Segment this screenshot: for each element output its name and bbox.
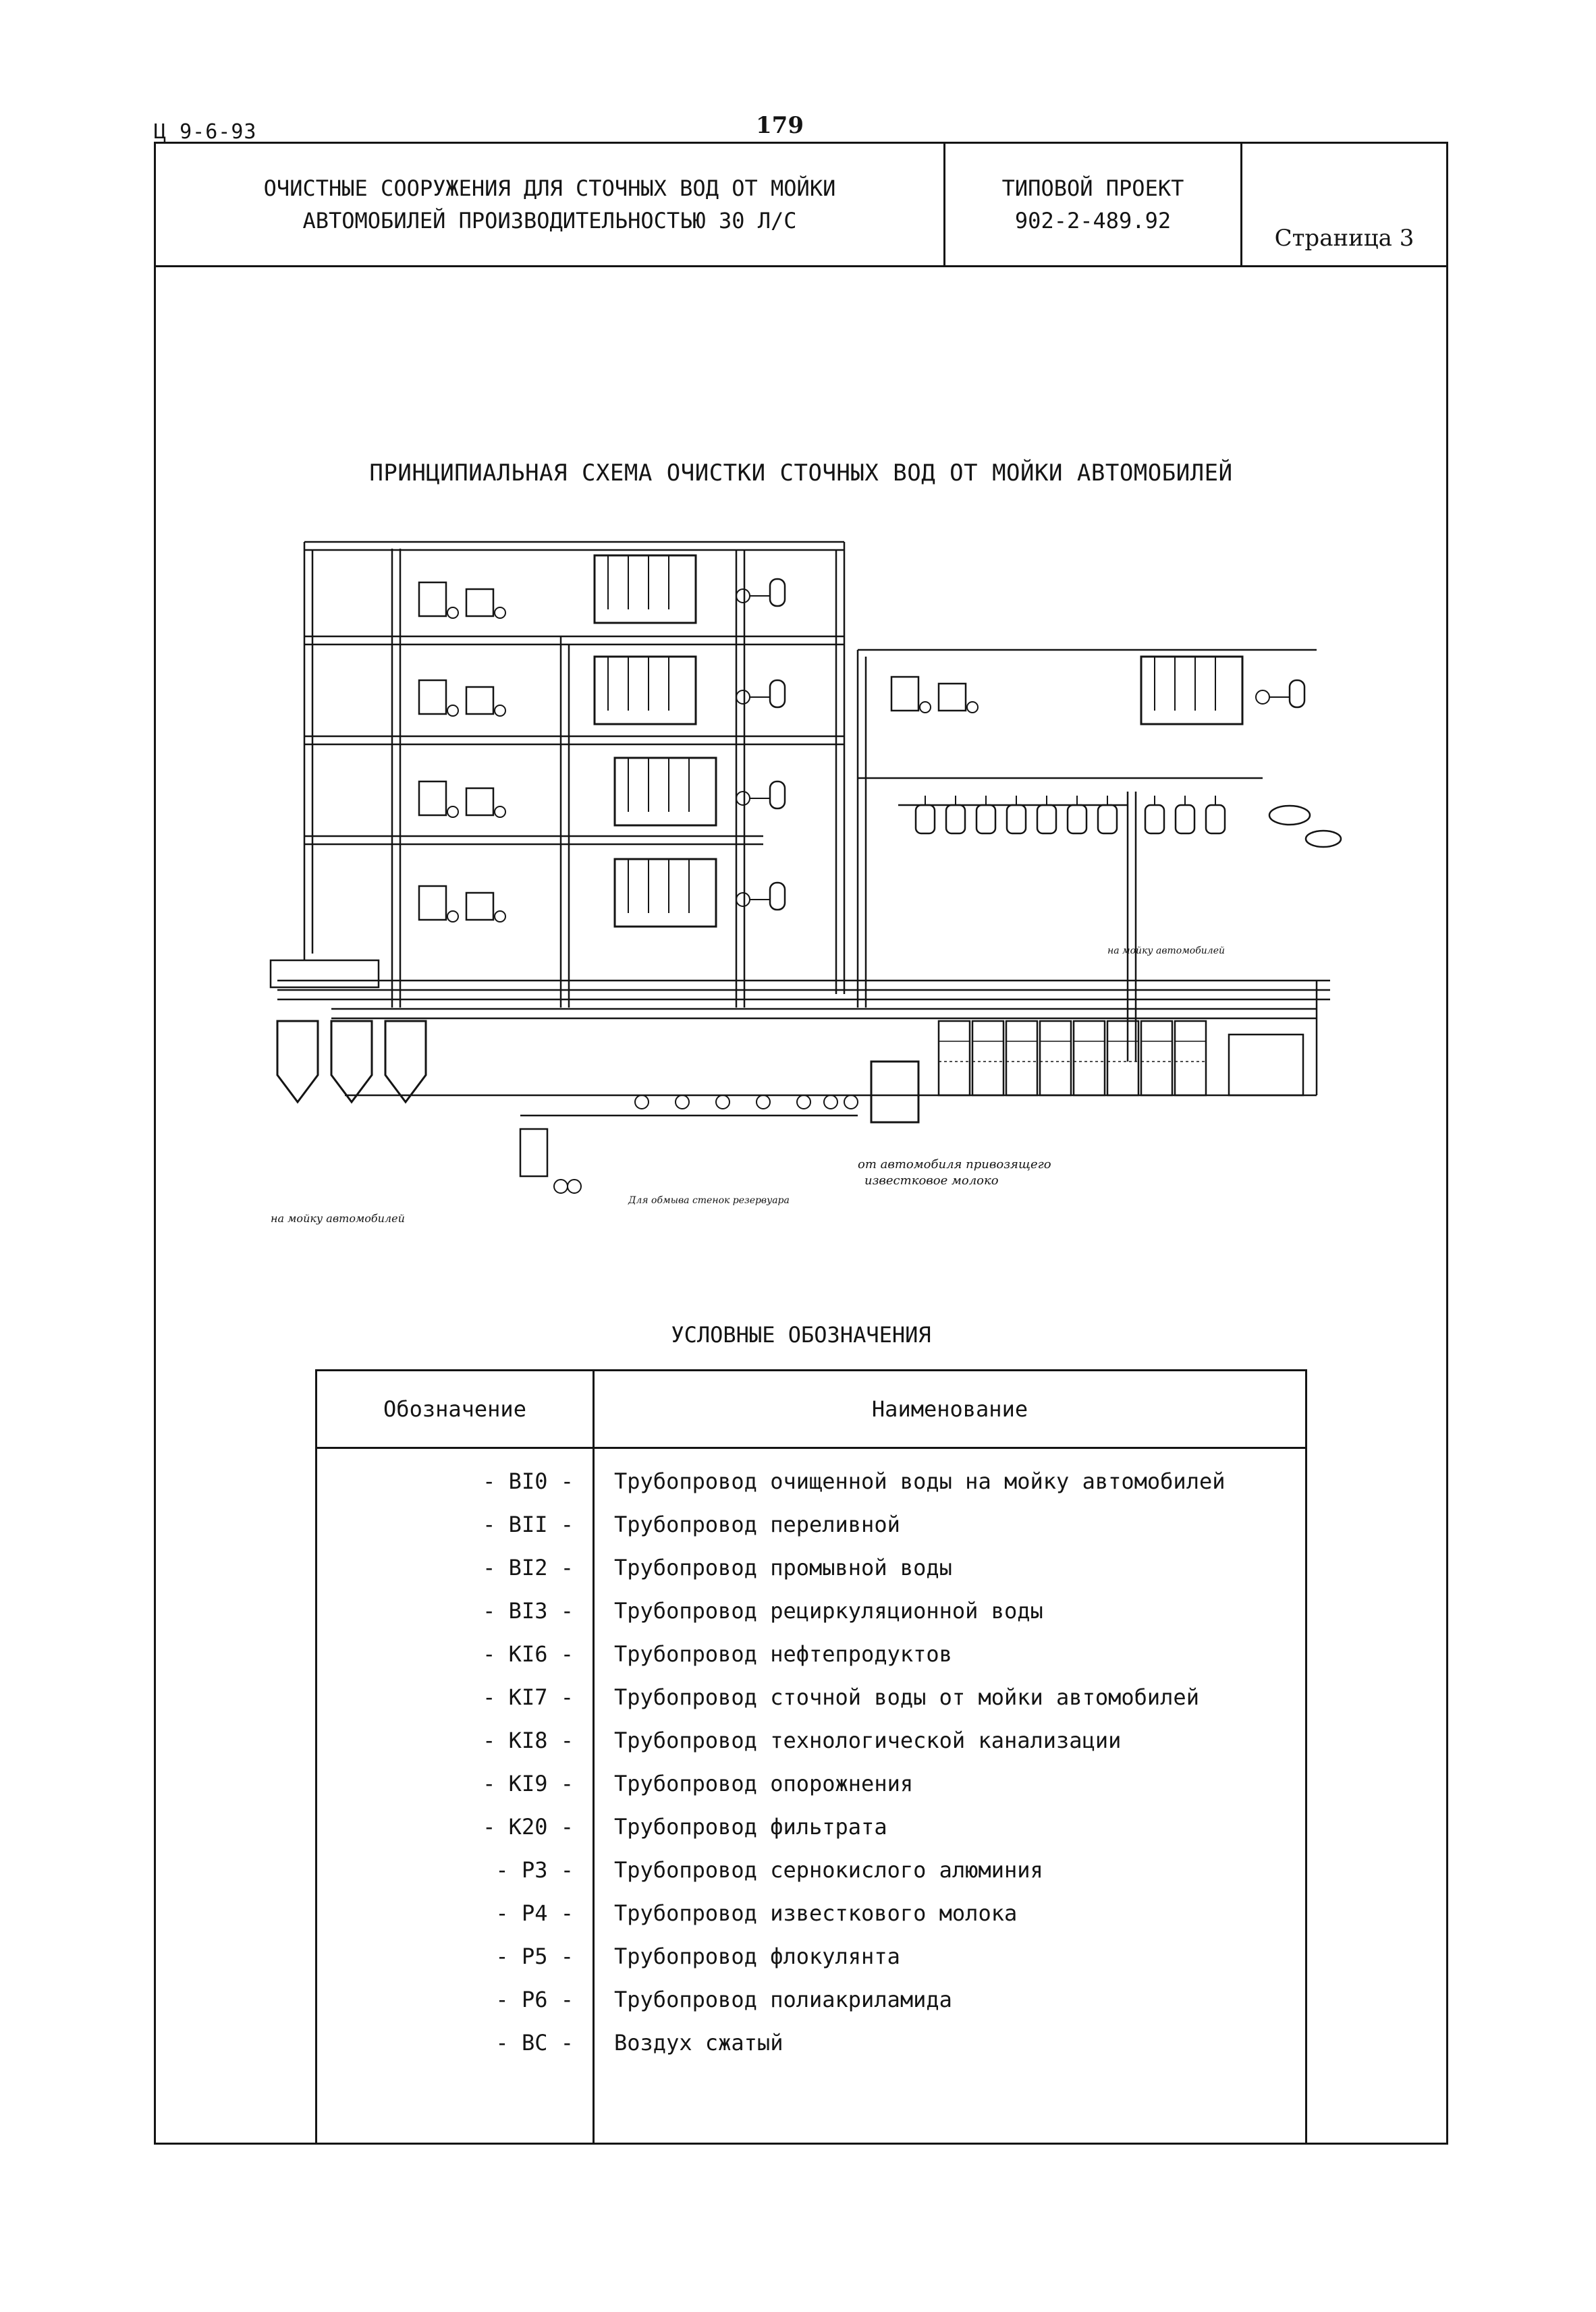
legend-header-code: Обозначение xyxy=(383,1396,526,1422)
document-title-line-2: АВТОМОБИЛЕЙ ПРОИЗВОДИТЕЛЬНОСТЬЮ 30 Л/С xyxy=(302,208,797,233)
legend-description: Трубопровод промывной воды xyxy=(614,1555,952,1580)
page-label: Страница 3 xyxy=(1274,225,1414,252)
document-title-line-1: ОЧИСТНЫЕ СООРУЖЕНИЯ ДЛЯ СТОЧНЫХ ВОД ОТ М… xyxy=(263,175,836,201)
legend-description: Трубопровод очищенной воды на мойку авто… xyxy=(614,1468,1226,1494)
legend-code: - Р5 - xyxy=(495,1944,574,1969)
legend-row: - ВI3 - Трубопровод рециркуляционной воды xyxy=(317,1586,1305,1629)
title-cell: ОЧИСТНЫЕ СООРУЖЕНИЯ ДЛЯ СТОЧНЫХ ВОД ОТ М… xyxy=(156,144,945,265)
legend-description: Трубопровод сточной воды от мойки автомо… xyxy=(614,1684,1199,1710)
legend-description: Воздух сжатый xyxy=(614,2030,783,2056)
legend-row: - Р3 - Трубопровод сернокислого алюминия xyxy=(317,1845,1305,1888)
legend-column-divider xyxy=(593,1371,595,2144)
legend-row: - К20 - Трубопровод фильтрата xyxy=(317,1802,1305,1845)
drawing-frame: ОЧИСТНЫЕ СООРУЖЕНИЯ ДЛЯ СТОЧНЫХ ВОД ОТ М… xyxy=(154,142,1448,2145)
legend-description: Трубопровод переливной xyxy=(614,1512,900,1537)
legend-code: - Р4 - xyxy=(495,1900,574,1926)
legend-code: - ВI2 - xyxy=(483,1555,574,1580)
annotation-from-vehicle: от автомобиля привозящего xyxy=(858,1157,1051,1172)
legend-description: Трубопровод рециркуляционной воды xyxy=(614,1598,1043,1624)
annotation-reservoir: Для обмыва стенок резервуара xyxy=(628,1195,790,1206)
legend-description: Трубопровод технологической канализации xyxy=(614,1728,1122,1753)
legend-code: - ВII - xyxy=(483,1512,574,1537)
annotation-lime-milk: известковое молоко xyxy=(864,1174,999,1188)
legend-description: Трубопровод фильтрата xyxy=(614,1814,887,1840)
legend-row: - ВII - Трубопровод переливной xyxy=(317,1499,1305,1543)
page-number: 179 xyxy=(756,112,804,139)
legend-row: - ВС - Воздух сжатый xyxy=(317,2018,1305,2061)
legend-description: Трубопровод известкового молока xyxy=(614,1900,1018,1926)
legend-description: Трубопровод нефтепродуктов xyxy=(614,1641,952,1667)
process-flow-diagram: от автомобиля привозящего известковое мо… xyxy=(269,541,1342,1225)
project-number: 902-2-489.92 xyxy=(1014,208,1172,233)
legend-code: - КI7 - xyxy=(483,1684,574,1710)
legend-row: - КI7 - Трубопровод сточной воды от мойки… xyxy=(317,1672,1305,1715)
legend-row: - КI8 - Трубопровод технологической канал… xyxy=(317,1715,1305,1759)
legend-row: - ВI0 - Трубопровод очищенной воды на мой… xyxy=(317,1456,1305,1499)
legend-title: УСЛОВНЫЕ ОБОЗНАЧЕНИЯ xyxy=(671,1322,931,1348)
legend-code: - Р3 - xyxy=(495,1857,574,1883)
legend-header-name: Наименование xyxy=(871,1396,1028,1422)
legend-description: Трубопровод опорожнения xyxy=(614,1771,914,1796)
annotation-to-wash-top: на мойку автомобилей xyxy=(1107,945,1225,956)
legend-row: - Р4 - Трубопровод известкового молока xyxy=(317,1888,1305,1931)
legend-table: Обозначение Наименование - ВI0 - Трубопро… xyxy=(315,1369,1307,2144)
legend-code: - КI9 - xyxy=(483,1771,574,1796)
legend-code: - КI8 - xyxy=(483,1728,574,1753)
legend-description: Трубопровод сернокислого алюминия xyxy=(614,1857,1043,1883)
page-cell: Страница 3 xyxy=(1242,144,1446,265)
legend-description: Трубопровод флокулянта xyxy=(614,1944,900,1969)
legend-row: - Р6 - Трубопровод полиакриламида xyxy=(317,1975,1305,2018)
legend-code: - КI6 - xyxy=(483,1641,574,1667)
legend-code: - ВС - xyxy=(495,2030,574,2056)
legend-row: - КI6 - Трубопровод нефтепродуктов xyxy=(317,1629,1305,1672)
legend-row: - Р5 - Трубопровод флокулянта xyxy=(317,1931,1305,1975)
legend-row: - КI9 - Трубопровод опорожнения xyxy=(317,1759,1305,1802)
legend-code: - ВI3 - xyxy=(483,1598,574,1624)
project-cell: ТИПОВОЙ ПРОЕКТ 902-2-489.92 xyxy=(945,144,1242,265)
legend-row: - ВI2 - Трубопровод промывной воды xyxy=(317,1543,1305,1586)
legend-code: - К20 - xyxy=(483,1814,574,1840)
project-label: ТИПОВОЙ ПРОЕКТ xyxy=(1001,175,1184,201)
legend-code: - Р6 - xyxy=(495,1987,574,2012)
legend-description: Трубопровод полиакриламида xyxy=(614,1987,952,2012)
legend-header-row: Обозначение Наименование xyxy=(317,1371,1305,1449)
scheme-title: ПРИНЦИПИАЛЬНАЯ СХЕМА ОЧИСТКИ СТОЧНЫХ ВОД… xyxy=(369,460,1233,487)
title-block: ОЧИСТНЫЕ СООРУЖЕНИЯ ДЛЯ СТОЧНЫХ ВОД ОТ М… xyxy=(156,144,1446,267)
annotation-to-wash: на мойку автомобилей xyxy=(271,1212,405,1225)
legend-code: - ВI0 - xyxy=(483,1468,574,1494)
document-code: Ц 9-6-93 xyxy=(154,120,257,144)
